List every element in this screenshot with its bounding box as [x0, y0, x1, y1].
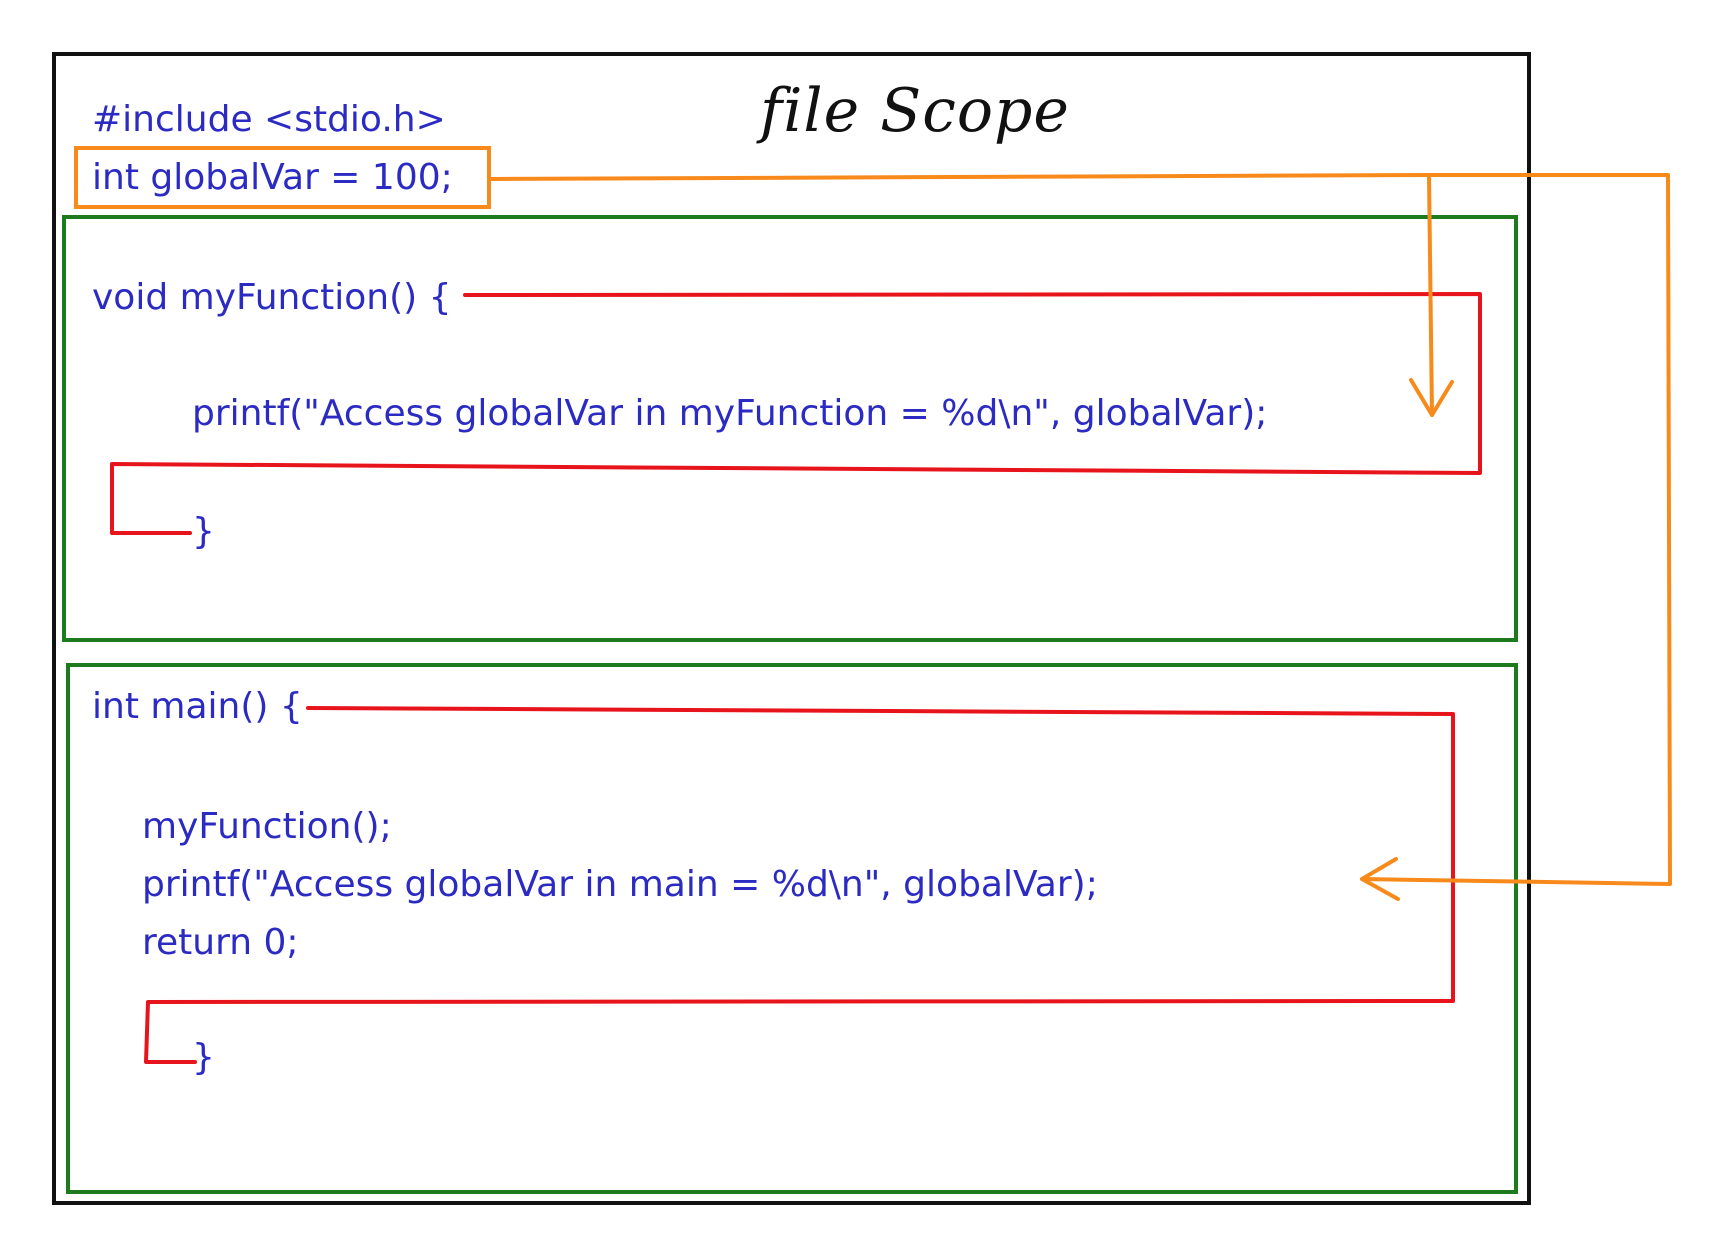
include-line: #include <stdio.h> [92, 99, 446, 140]
main-return: return 0; [142, 922, 299, 963]
global-to-my-function-arrowhead [1409, 378, 1454, 417]
main-closing-brace: } [192, 1037, 215, 1078]
main-my-function-call: myFunction(); [142, 806, 392, 847]
main-printf: printf("Access globalVar in main = %d\n"… [142, 864, 1098, 905]
global-variable-declaration: int globalVar = 100; [92, 157, 453, 198]
my-function-block-bracket [110, 292, 1482, 535]
main-function-scope-box [66, 663, 1518, 1194]
global-to-my-function-line [1427, 173, 1434, 417]
diagram-title: file Scope [760, 76, 1070, 146]
global-variable-highlight [74, 146, 491, 209]
my-function-closing-brace: } [192, 511, 215, 552]
file-scope-frame [52, 52, 1531, 1205]
my-function-scope-box [62, 215, 1518, 642]
my-function-signature: void myFunction() { [92, 277, 452, 318]
global-to-main-line [1360, 173, 1672, 886]
main-block-bracket [144, 706, 1455, 1064]
global-to-main-arrowhead [1360, 857, 1400, 901]
my-function-printf: printf("Access globalVar in myFunction =… [192, 393, 1268, 434]
main-signature: int main() { [92, 686, 303, 727]
global-scope-line [489, 173, 1670, 181]
